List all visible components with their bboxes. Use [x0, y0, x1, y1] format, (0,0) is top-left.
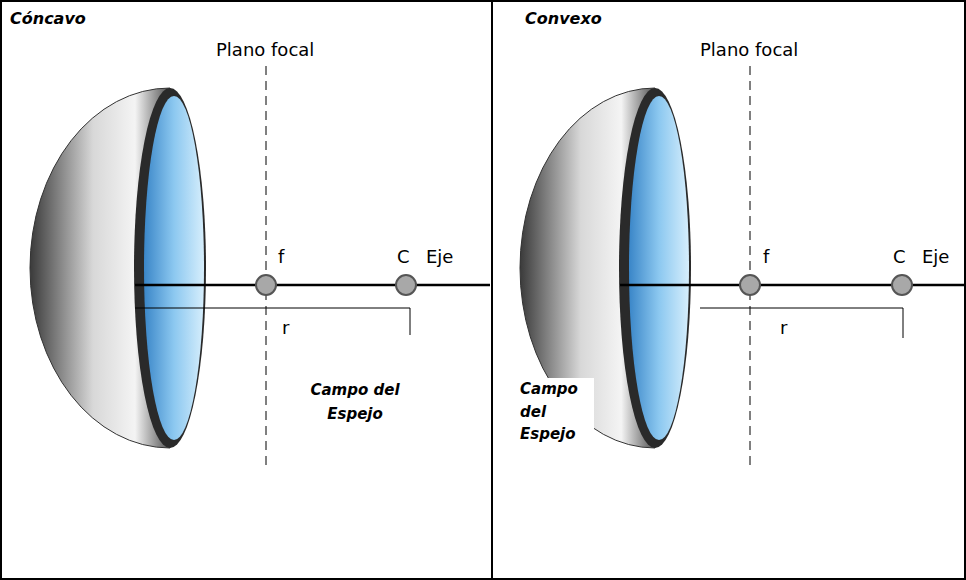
panel-title: Convexo [525, 10, 602, 28]
radius-label: r [780, 318, 787, 339]
point-label: C [893, 247, 906, 268]
plane-label: Plano focal [700, 40, 798, 61]
axis-label: Eje [922, 247, 949, 268]
point-label: f [763, 247, 769, 268]
field-label: Campo del Espejo [300, 378, 410, 426]
field-label: Campo del Espejo [518, 378, 594, 446]
axis-label: Eje [426, 247, 453, 268]
panel-title: Cóncavo [10, 10, 86, 28]
point-label: C [397, 247, 410, 268]
point-label: f [278, 247, 284, 268]
radius-label: r [282, 318, 289, 339]
plane-label: Plano focal [216, 40, 314, 61]
